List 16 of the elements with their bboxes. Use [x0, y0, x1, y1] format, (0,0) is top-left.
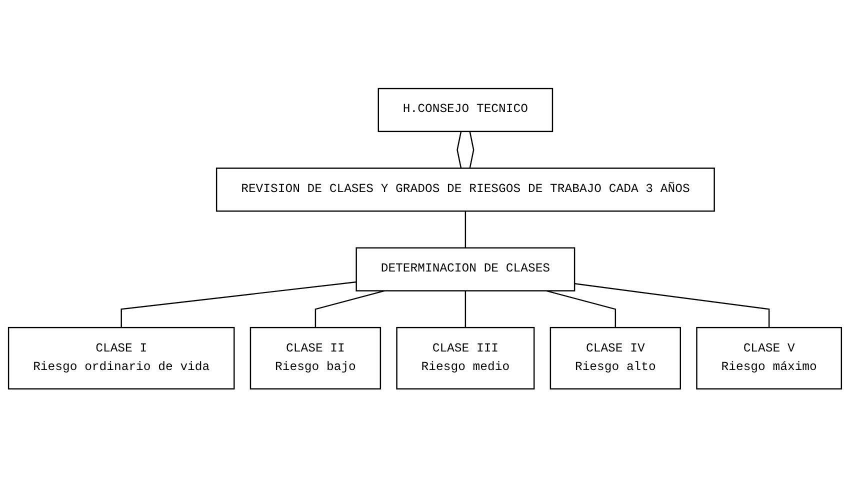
connector: [469, 131, 474, 168]
connector: [456, 131, 462, 168]
node-box: CLASE I Riesgo ordinario de vida: [8, 326, 235, 390]
connector: [546, 290, 616, 328]
node-box: CLASE V Riesgo máximo: [696, 326, 842, 390]
node-box: CLASE IV Riesgo alto: [550, 326, 682, 390]
connector: [574, 282, 770, 328]
node-box: CLASE III Riesgo medio: [396, 326, 535, 390]
node-box: CLASE II Riesgo bajo: [250, 326, 382, 390]
connector: [314, 290, 385, 328]
connector: [464, 210, 466, 248]
node-box: H.CONSEJO TECNICO: [378, 88, 554, 132]
connector: [120, 281, 356, 328]
connector: [464, 290, 466, 328]
node-box: REVISION DE CLASES Y GRADOS DE RIESGOS DE TRABAJO CADA 3 AÑOS: [216, 167, 715, 212]
node-box: DETERMINACION DE CLASES: [356, 247, 576, 292]
